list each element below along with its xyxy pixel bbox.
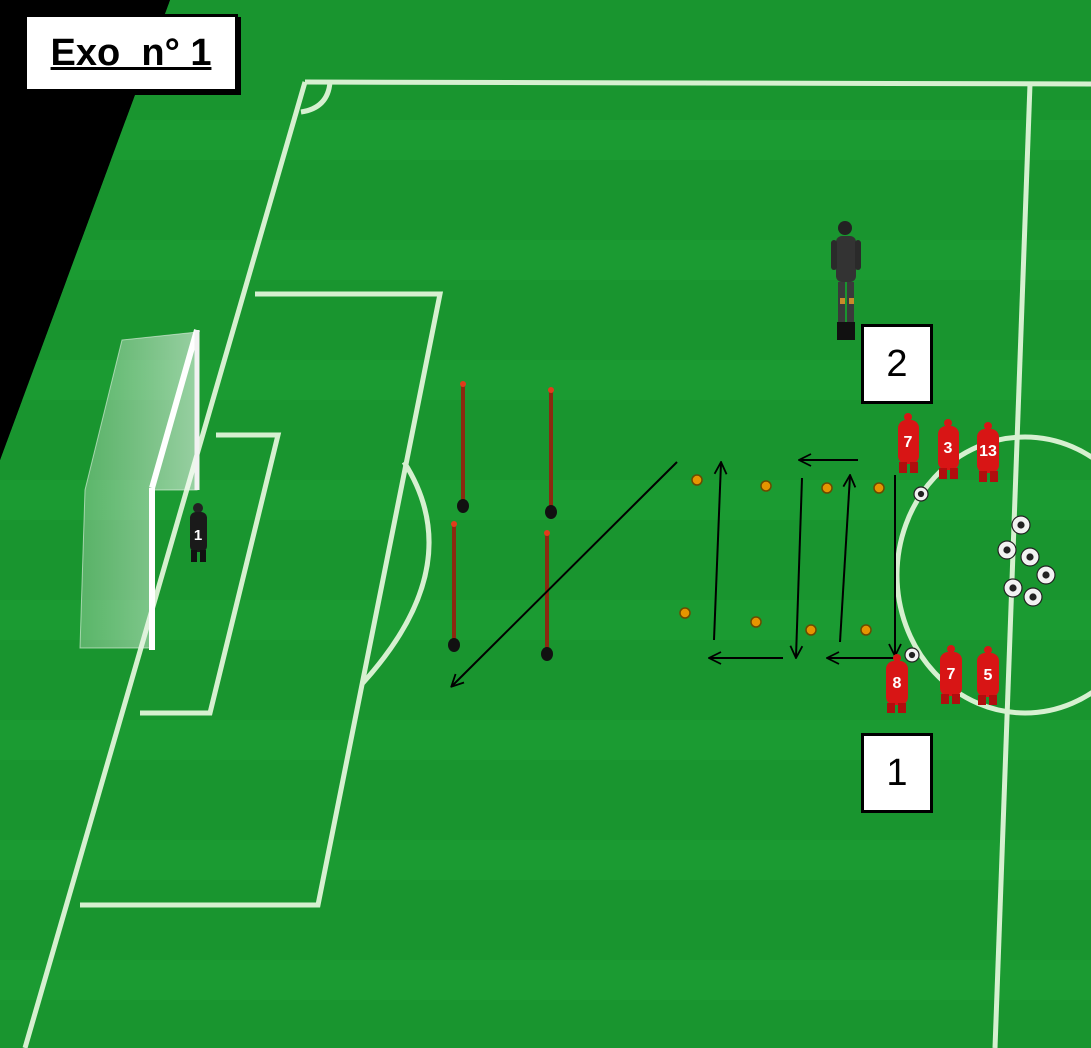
ball: [904, 647, 920, 663]
cone: [821, 482, 833, 494]
penalty-box: [80, 291, 444, 908]
player: 5: [977, 646, 999, 705]
goalkeeper: 1: [190, 503, 207, 562]
arrow: [713, 463, 721, 641]
exercise-title: Exo n° 1: [50, 31, 212, 74]
touchline-top: [304, 79, 1091, 87]
arrow: [452, 461, 678, 686]
cone: [760, 480, 772, 492]
cone: [679, 607, 691, 619]
player: 7: [898, 413, 919, 473]
group-label-upper: 2: [861, 324, 933, 404]
arrow: [839, 476, 850, 643]
goal: [79, 329, 200, 650]
cone: [805, 624, 817, 636]
player-number: 5: [984, 667, 993, 684]
pole: [545, 387, 557, 519]
goal-area: [140, 432, 282, 716]
pole: [457, 381, 469, 513]
cone: [750, 616, 762, 628]
group-label-lower: 1: [861, 733, 933, 813]
pitch-lines: [22, 79, 1091, 1048]
pole: [448, 521, 460, 652]
ball: [1003, 578, 1023, 598]
penalty-arc: [360, 460, 432, 686]
ball: [1036, 565, 1056, 585]
ball: [1011, 515, 1031, 535]
player: 3: [938, 419, 959, 479]
player-number: 8: [893, 675, 902, 692]
player: 13: [977, 422, 999, 482]
player-number: 7: [904, 434, 913, 451]
ball: [1023, 587, 1043, 607]
exercise-title-box: Exo n° 1: [24, 14, 238, 92]
halfway-line: [992, 83, 1033, 1048]
coach: [831, 221, 861, 340]
balls: [904, 486, 1056, 663]
player-number: 3: [944, 440, 953, 457]
arrow: [796, 477, 802, 657]
cones: [679, 474, 885, 636]
center-circle: [894, 434, 1091, 716]
corner-arc: [300, 81, 333, 115]
player-group-upper: 7 3 13: [898, 413, 999, 482]
player-number: 13: [979, 443, 997, 460]
player-number: 7: [947, 666, 956, 683]
goal-line: [22, 81, 308, 1048]
player: 8: [886, 654, 908, 713]
movement-arrows: [452, 460, 895, 686]
ball: [1020, 547, 1040, 567]
cone: [860, 624, 872, 636]
ball: [913, 486, 929, 502]
cone: [691, 474, 703, 486]
cone: [873, 482, 885, 494]
player: 7: [940, 645, 962, 704]
player-group-lower: 8 7 5: [886, 645, 999, 713]
goalkeeper-number: 1: [194, 527, 202, 544]
ball: [997, 540, 1017, 560]
